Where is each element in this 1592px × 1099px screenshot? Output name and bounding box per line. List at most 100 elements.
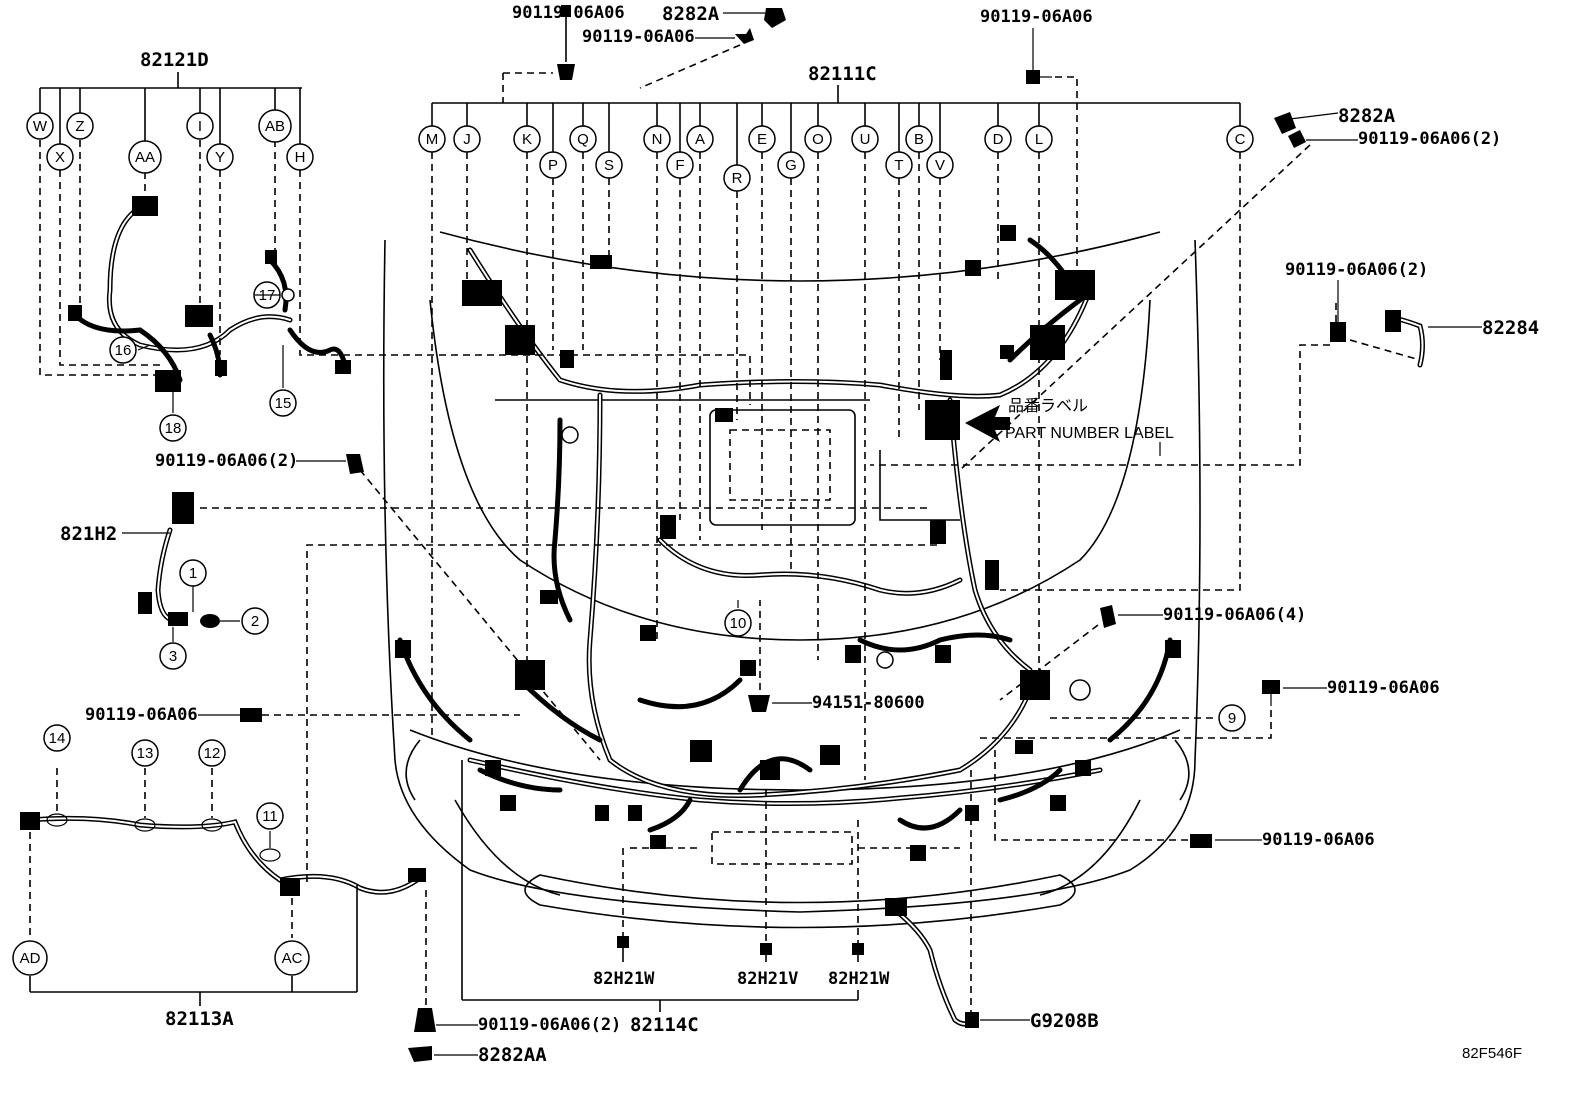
bolt-label-right-top: 90119-06A06(2) bbox=[1358, 129, 1501, 149]
connector-d-label: D bbox=[993, 131, 1004, 148]
bolt-label-left-1: 90119-06A06 bbox=[85, 705, 198, 725]
ref-9-label: 9 bbox=[1228, 710, 1236, 727]
connector-b: B bbox=[905, 125, 933, 153]
bolt-label-right-2: 90119-06A06(2) bbox=[1285, 260, 1428, 280]
part-number-label-jp: 品番ラベル bbox=[1008, 396, 1088, 415]
connector-f: F bbox=[666, 151, 694, 179]
connector-j-label: J bbox=[463, 131, 471, 148]
connector-z-label: Z bbox=[75, 118, 84, 135]
connector-m-label: M bbox=[426, 131, 439, 148]
ref-1-label: 1 bbox=[189, 565, 197, 582]
part-number-g9208b: G9208B bbox=[1030, 1010, 1099, 1032]
diagram-code: 82F546F bbox=[1462, 1045, 1522, 1062]
bracket-82111c: 82111C bbox=[431, 63, 1241, 165]
ref-11: 11 bbox=[256, 802, 284, 830]
bolt-label-left-2: 90119-06A06(2) bbox=[155, 451, 298, 471]
ref-1: 1 bbox=[179, 559, 207, 587]
ref-13-circle bbox=[131, 739, 159, 767]
ref-16-circle bbox=[109, 336, 137, 364]
ref-18-circle bbox=[159, 414, 187, 442]
clip-label-right: 8282A bbox=[1338, 105, 1396, 127]
connector-p-label: P bbox=[548, 157, 558, 174]
connector-ad-label: AD bbox=[20, 950, 41, 967]
connector-w: W bbox=[26, 112, 54, 140]
connector-h: H bbox=[286, 143, 314, 171]
connector-aa: AA bbox=[128, 140, 162, 174]
ref-15: 15 bbox=[269, 389, 297, 417]
right-sensor-82284: 82284 bbox=[870, 300, 1539, 466]
connector-c-label: C bbox=[1235, 131, 1246, 148]
main-harness-82111c bbox=[395, 225, 1181, 861]
connector-ab-circle bbox=[258, 109, 292, 143]
connector-e-label: E bbox=[757, 131, 767, 148]
connector-k: K bbox=[513, 125, 541, 153]
clamps: 82H21W 82H21V 82H21W bbox=[593, 936, 890, 989]
connector-o-label: O bbox=[812, 131, 824, 148]
connector-aa-circle bbox=[128, 140, 162, 174]
bottom-left-harness-82113a: 82113A bbox=[20, 544, 940, 1030]
ref-leaders bbox=[137, 294, 1218, 848]
connector-j: J bbox=[453, 125, 481, 153]
connector-x: X bbox=[46, 143, 74, 171]
part-number-821h2: 821H2 bbox=[60, 523, 117, 545]
part-number-82111c: 82111C bbox=[808, 63, 877, 85]
fasteners: 90119-06A06 8282A 90119-06A06 90119-06A0… bbox=[85, 3, 1501, 1066]
connector-e: E bbox=[748, 125, 776, 153]
connector-o: O bbox=[804, 125, 832, 153]
ref-18: 18 bbox=[159, 414, 187, 442]
ref-13: 13 bbox=[131, 739, 159, 767]
connector-z-circle bbox=[66, 112, 94, 140]
vehicle-outline bbox=[382, 231, 1201, 929]
clip-label-94151: 94151-80600 bbox=[812, 693, 925, 713]
connector-x-circle bbox=[46, 143, 74, 171]
clamp-82h21v: 82H21V bbox=[737, 969, 798, 989]
connector-s: S bbox=[595, 151, 623, 179]
part-number-82121d: 82121D bbox=[140, 49, 209, 71]
connector-y-circle bbox=[206, 143, 234, 171]
ref-11-label: 11 bbox=[262, 808, 278, 825]
connector-l: L bbox=[1025, 125, 1053, 153]
ref-12-label: 12 bbox=[204, 745, 221, 762]
clip-label-top: 8282A bbox=[662, 3, 720, 25]
main-leaders bbox=[431, 152, 1241, 780]
connector-y: Y bbox=[206, 143, 234, 171]
connector-v-label: V bbox=[935, 157, 945, 174]
connector-n: N bbox=[643, 125, 671, 153]
bolt-label-bottom-2: 90119-06A06(2) bbox=[478, 1015, 621, 1035]
connector-x-label: X bbox=[55, 149, 65, 166]
bolt-label-top-right: 90119-06A06 bbox=[980, 7, 1093, 27]
ref-9: 9 bbox=[1218, 704, 1246, 732]
connector-ac-circle bbox=[274, 940, 310, 976]
part-number-82114c: 82114C bbox=[630, 1014, 699, 1036]
connector-c: C bbox=[1226, 125, 1254, 153]
ref-9-circle bbox=[1218, 704, 1246, 732]
connector-i-circle bbox=[186, 112, 214, 140]
part-number-82284: 82284 bbox=[1482, 317, 1539, 339]
ref-15-circle bbox=[269, 389, 297, 417]
clip-label-8282aa: 8282AA bbox=[478, 1044, 547, 1066]
bolt-label-top-1: 90119-06A06 bbox=[512, 3, 625, 23]
ref-3: 3 bbox=[159, 642, 187, 670]
connector-q: Q bbox=[569, 125, 597, 153]
clamp-82h21w-left: 82H21W bbox=[593, 969, 655, 989]
connector-aa-label: AA bbox=[135, 149, 155, 166]
connector-b-label: B bbox=[914, 131, 924, 148]
connector-f-label: F bbox=[675, 157, 684, 174]
ref-14-label: 14 bbox=[49, 730, 66, 747]
ref-16-label: 16 bbox=[115, 342, 132, 359]
ref-2-label: 2 bbox=[251, 613, 259, 630]
bolt-label-right-4: 90119-06A06(4) bbox=[1163, 605, 1306, 625]
connector-ac: AC bbox=[274, 940, 310, 976]
clamp-82h21w-right: 82H21W bbox=[828, 969, 890, 989]
connector-u-label: U bbox=[860, 131, 871, 148]
connector-i: I bbox=[186, 112, 214, 140]
ref-10: 10 bbox=[724, 609, 752, 637]
part-number-label-callout: 品番ラベル PART NUMBER LABEL bbox=[965, 396, 1174, 456]
connector-a-label: A bbox=[695, 131, 705, 148]
bolt-label-right-3: 90119-06A06 bbox=[1327, 678, 1440, 698]
connector-g: G bbox=[777, 151, 805, 179]
front-harness-82114c: 82114C bbox=[461, 760, 960, 1036]
connector-ac-label: AC bbox=[282, 950, 303, 967]
